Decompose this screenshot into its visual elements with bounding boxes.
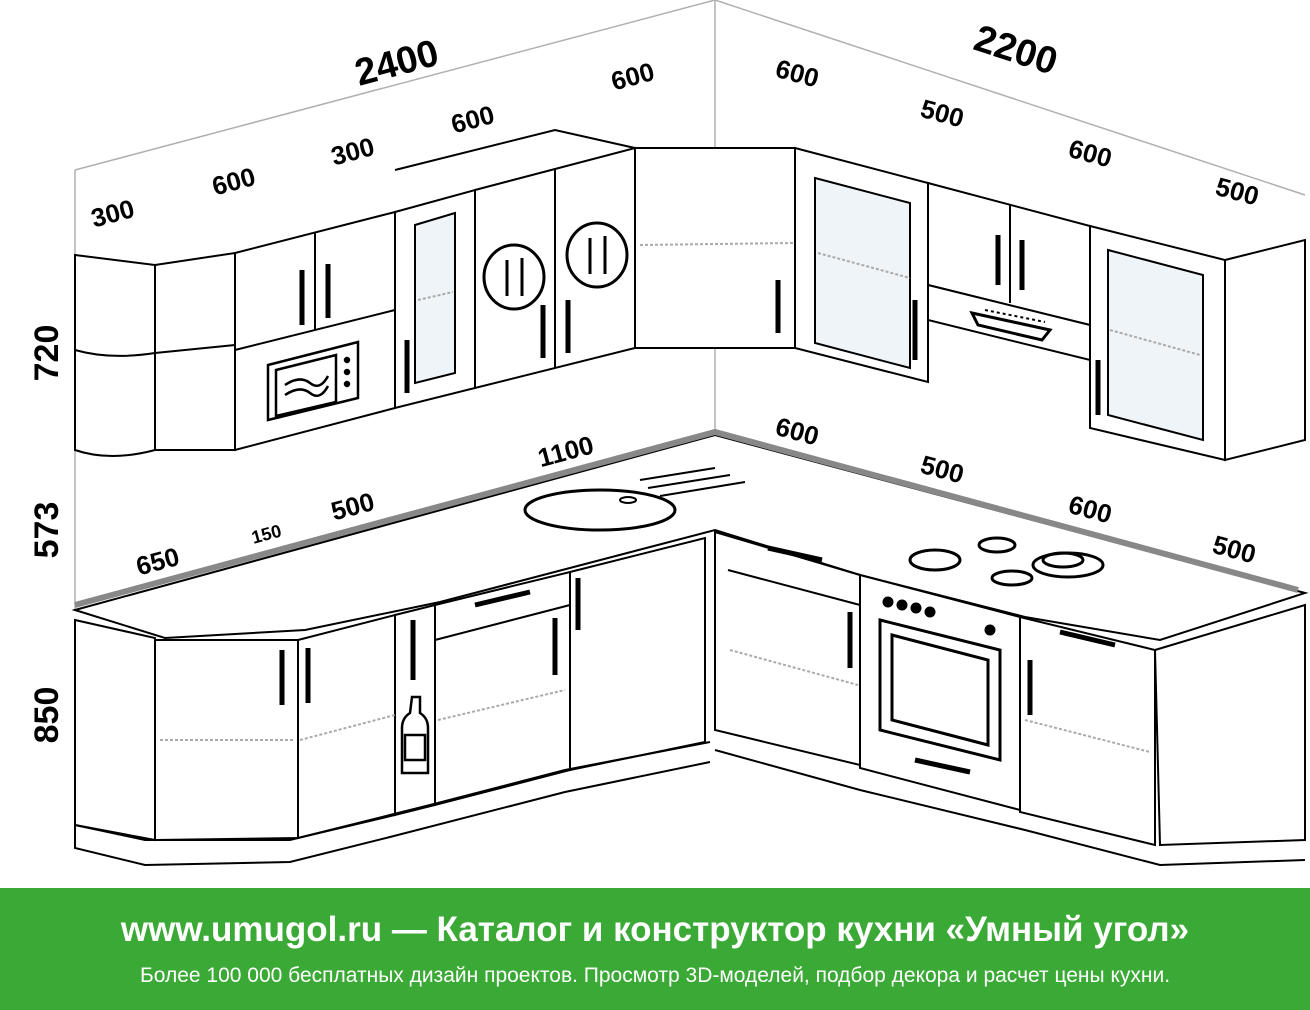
dim-upper-right-3: 600 — [1065, 133, 1115, 173]
banner-subtitle: Более 100 000 бесплатных дизайн проектов… — [139, 964, 1171, 987]
plate-cutlery-icon — [482, 221, 629, 311]
dim-height-lower: 850 — [28, 687, 66, 744]
dim-lower-left-3: 500 — [328, 486, 378, 526]
banner-title[interactable]: www.umugol.ru — Каталог и конструктор ку… — [120, 910, 1190, 949]
bottle-icon — [400, 695, 430, 775]
shelf-lines — [160, 242, 1201, 753]
dim-lower-right-1: 600 — [772, 411, 822, 451]
lower-cabinets-left — [74, 536, 711, 867]
dim-height-upper: 720 — [28, 325, 66, 382]
dim-lower-right-3: 600 — [1065, 489, 1115, 529]
dim-upper-right-4: 500 — [1212, 171, 1262, 211]
sink-icon — [523, 467, 746, 532]
promo-banner: www.umugol.ru — Каталог и конструктор ку… — [0, 888, 1310, 1010]
dim-upper-right-2: 500 — [917, 93, 967, 133]
range-hood-icon — [969, 309, 1053, 342]
dim-upper-left-3: 300 — [328, 131, 378, 171]
dim-upper-right-1: 600 — [772, 53, 822, 93]
upper-handles — [299, 235, 1101, 415]
upper-cabinets-left — [74, 146, 636, 457]
upper-cabinets-right — [794, 146, 1306, 462]
kitchen-diagram: 2400 2200 300 600 300 600 600 600 500 60… — [28, 0, 1309, 867]
dim-upper-left-1: 300 — [88, 193, 138, 233]
countertop-edge — [74, 428, 1299, 608]
dim-upper-left-4: 600 — [448, 99, 498, 139]
dim-lower-left-2: 150 — [249, 521, 283, 548]
lower-handles — [279, 545, 1116, 715]
dim-lower-right-2: 500 — [917, 449, 967, 489]
dim-lower-right-4: 500 — [1209, 529, 1259, 569]
cooktop-icon — [908, 536, 1105, 587]
lower-cabinets-right — [714, 530, 1306, 867]
dim-upper-left-5: 600 — [608, 56, 658, 96]
dim-height-gap: 573 — [28, 502, 66, 559]
microwave-icon — [266, 340, 360, 422]
oven-icon — [878, 596, 1002, 775]
dim-upper-left-2: 600 — [209, 161, 259, 201]
dim-upper-total-right: 2200 — [969, 18, 1062, 84]
